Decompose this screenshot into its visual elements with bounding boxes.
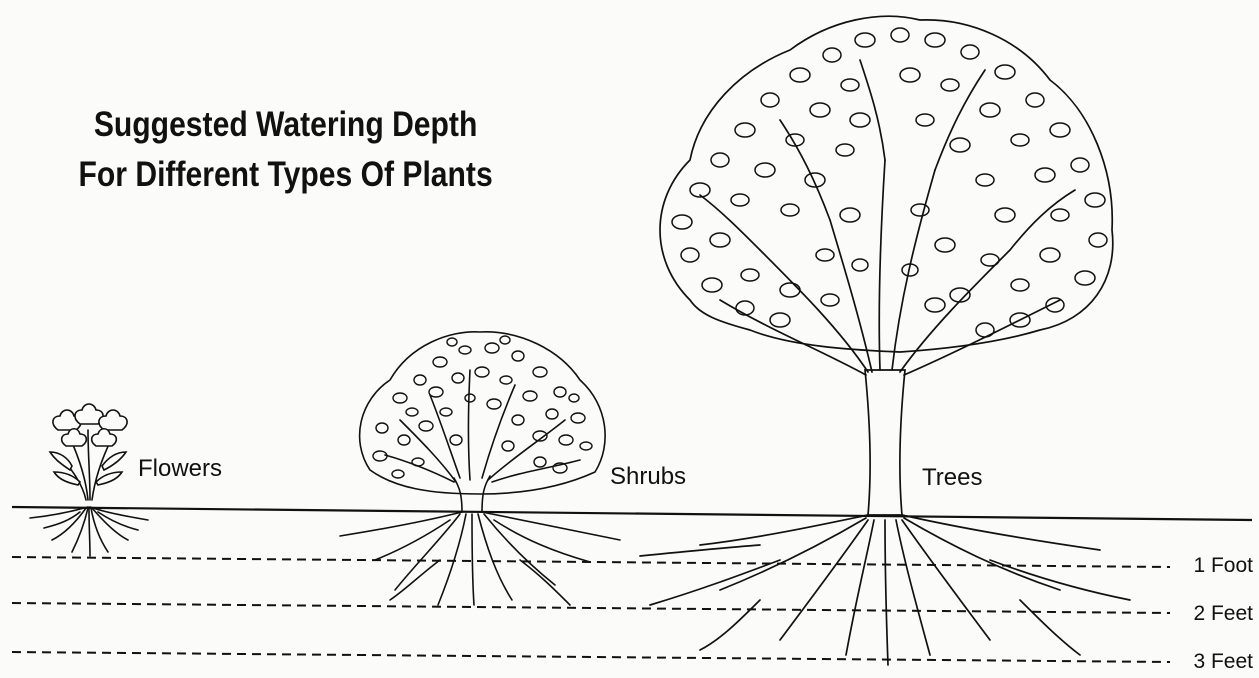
diagram-title: Suggested Watering Depth For Different T…	[62, 100, 509, 200]
label-depth-1-foot: 1 Foot	[1193, 554, 1253, 578]
title-line-2: For Different Types Of Plants	[62, 150, 509, 200]
flowers-illustration	[30, 404, 148, 556]
title-line-1: Suggested Watering Depth	[62, 100, 509, 150]
label-shrubs: Shrubs	[610, 463, 686, 491]
label-depth-2-feet: 2 Feet	[1193, 602, 1253, 626]
tree-illustration	[640, 16, 1130, 665]
label-flowers: Flowers	[138, 455, 222, 483]
depth-lines	[12, 557, 1170, 662]
shrub-illustration	[340, 332, 620, 605]
depth-line-3-feet	[12, 652, 1170, 662]
label-trees: Trees	[922, 464, 982, 492]
label-depth-3-feet: 3 Feet	[1193, 650, 1253, 674]
depth-line-2-feet	[12, 603, 1170, 613]
ground-line	[12, 507, 1252, 520]
